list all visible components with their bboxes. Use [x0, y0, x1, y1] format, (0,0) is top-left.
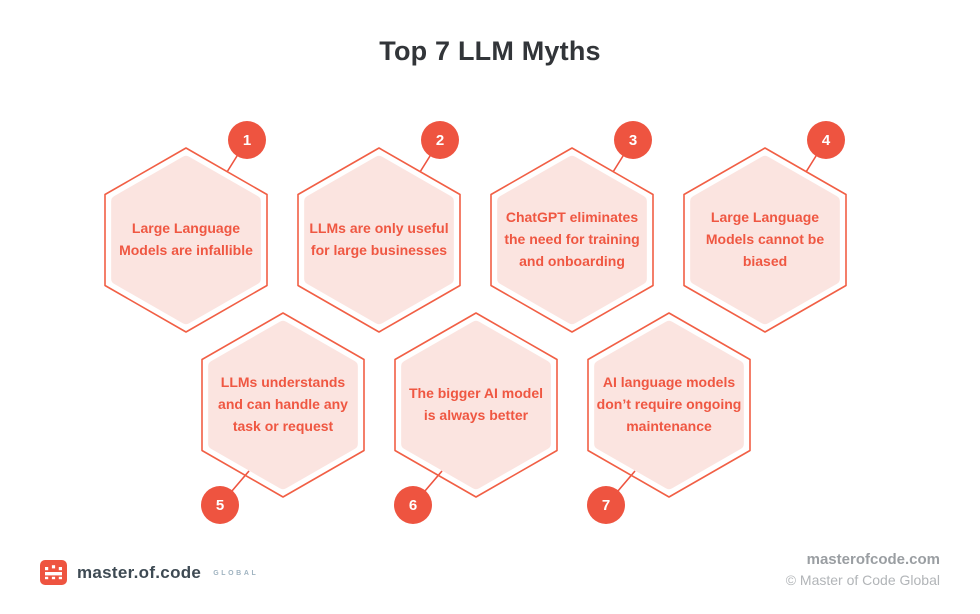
page-title: Top 7 LLM Myths: [379, 36, 601, 66]
myth-card-2: 2 LLMs are only useful for large busines…: [297, 111, 461, 333]
myth-text: LLMs are only useful for large businesse…: [309, 220, 449, 258]
logo-wordmark: master.of.code: [77, 562, 202, 582]
myth-card-1: 1 Large Language Models are infallible: [104, 111, 268, 333]
myth-number-badge: 5: [201, 486, 239, 524]
myth-text: AI language models don’t require ongoing…: [596, 374, 742, 434]
myth-card-6: 6 The bigger AI model is always better: [394, 312, 558, 534]
hexagon-shape: [587, 312, 751, 506]
hexagon-shape: [490, 139, 654, 333]
myth-number-badge: 3: [614, 121, 652, 159]
logo: master.of.code GLOBAL: [40, 560, 258, 585]
hexagon-shape: [683, 139, 847, 333]
myth-text: LLMs understands and can handle any task…: [218, 374, 348, 434]
myth-card-5: 5 LLMs understands and can handle any ta…: [201, 312, 365, 534]
myth-number-badge: 7: [587, 486, 625, 524]
website-link[interactable]: masterofcode.com: [806, 551, 940, 568]
myth-number-badge: 6: [394, 486, 432, 524]
myth-number-badge: 1: [228, 121, 266, 159]
footer-credits: masterofcode.com © Master of Code Global: [786, 551, 940, 588]
myth-text: Large Language Models are infallible: [119, 220, 253, 258]
myth-card-3: 3 ChatGPT eliminates the need for traini…: [490, 111, 654, 333]
logo-global-label: GLOBAL: [213, 570, 259, 577]
myth-number-badge: 4: [807, 121, 845, 159]
myth-card-7: 7 AI language models don’t require ongoi…: [587, 312, 751, 534]
myth-card-4: 4 Large Language Models cannot be biased: [683, 111, 847, 333]
copyright-text: © Master of Code Global: [785, 572, 940, 588]
logo-crown-icon: [40, 560, 67, 585]
myth-text: Large Language Models cannot be biased: [705, 209, 825, 269]
hexagon-shape: [104, 139, 268, 333]
myth-number-badge: 2: [421, 121, 459, 159]
myth-text: ChatGPT eliminates the need for training…: [504, 209, 640, 269]
myth-text: The bigger AI model is always better: [408, 385, 544, 423]
hexagon-shape: [394, 312, 558, 506]
hexagon-shape: [201, 312, 365, 506]
